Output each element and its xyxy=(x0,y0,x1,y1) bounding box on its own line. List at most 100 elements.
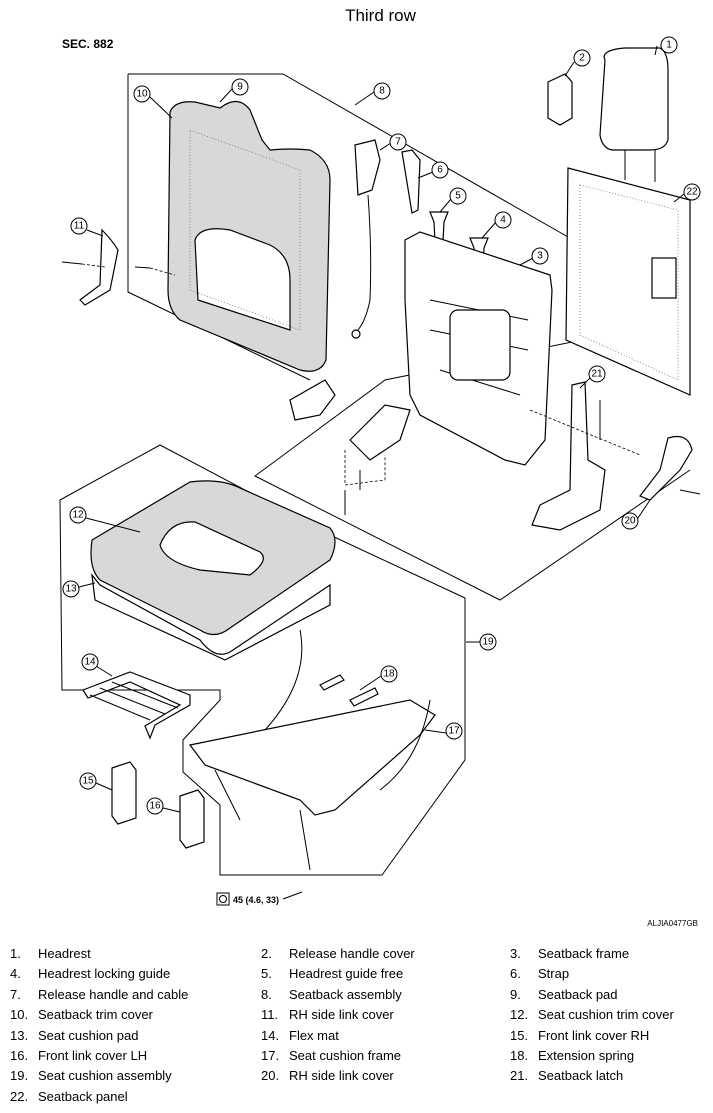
legend-row: 7.Release handle and cable 8.Seatback as… xyxy=(10,987,710,1007)
callout-11 xyxy=(70,217,104,237)
legend-num: 21. xyxy=(510,1068,529,1084)
legend-num: 16. xyxy=(10,1047,29,1063)
legend-row: 16.Front link cover LH 17.Seat cushion f… xyxy=(10,1048,710,1068)
legend-label: Seat cushion frame xyxy=(289,1047,402,1063)
callout-label: 10 xyxy=(136,89,148,100)
legend-label: Headrest locking guide xyxy=(38,966,171,982)
legend-item: 2. Release handle cover xyxy=(261,946,415,961)
callout-label: 18 xyxy=(383,669,395,680)
legend-item: 8.Seatback assembly xyxy=(261,987,402,1002)
legend-row: 1. Headrest 2. Release handle cover 3. Seat… xyxy=(10,946,710,966)
legend-item: 18.Extension spring xyxy=(510,1048,634,1063)
legend-num: 22. xyxy=(10,1088,29,1104)
legend-num: 9. xyxy=(510,986,521,1002)
callout-label: 22 xyxy=(686,187,698,198)
legend-label: RH side link cover xyxy=(289,1007,394,1023)
callout-14 xyxy=(81,653,113,677)
callout-label: 14 xyxy=(84,657,96,668)
legend-row: 19.Seat cushion assembly 20.RH side link… xyxy=(10,1068,710,1088)
legend-label: Extension spring xyxy=(538,1047,635,1063)
callout-label: 1 xyxy=(666,40,672,51)
legend-item: 22.Seatback panel xyxy=(10,1089,128,1104)
rh-side-link-cover-left xyxy=(79,228,119,306)
legend-num: 19. xyxy=(10,1068,29,1084)
callout-1 xyxy=(654,36,678,56)
legend-row: 4.Headrest locking guide 5.Headrest guid… xyxy=(10,966,710,986)
callout-label: 20 xyxy=(624,516,636,527)
bolt-icon xyxy=(61,261,176,276)
legend-num: 14. xyxy=(261,1027,280,1043)
callout-label: 5 xyxy=(455,191,461,202)
callout-22 xyxy=(673,183,701,203)
callout-12 xyxy=(69,506,141,533)
legend-item: 14. Flex mat xyxy=(261,1028,339,1043)
release-handle-cable xyxy=(354,139,381,196)
callout-16 xyxy=(146,797,181,815)
page-title: Third row xyxy=(345,6,416,25)
torque-value: 45 (4.6, 33) xyxy=(233,895,279,905)
callout-label: 8 xyxy=(379,86,385,97)
callout-label: 21 xyxy=(591,369,603,380)
rh-side-link-cover-right xyxy=(639,435,693,501)
callout-7 xyxy=(379,133,407,151)
callout-label: 9 xyxy=(237,82,243,93)
legend-item: 10. Seatback trim cover xyxy=(10,1007,153,1022)
legend-num: 17. xyxy=(261,1047,280,1063)
callout-3 xyxy=(519,247,549,266)
legend-num: 5. xyxy=(261,966,272,982)
callout-label: 13 xyxy=(65,584,77,595)
callout-label: 4 xyxy=(500,215,506,226)
legend-label: Seat cushion assembly xyxy=(38,1068,172,1084)
callout-label: 19 xyxy=(482,637,494,648)
legend-item: 13.Seat cushion pad xyxy=(10,1028,138,1043)
legend-num: 3. xyxy=(510,946,521,961)
legend-item: 21. Seatback latch xyxy=(510,1068,623,1083)
seat-cushion-assembly-outline xyxy=(59,444,466,876)
callout-label: 2 xyxy=(579,53,585,64)
legend-label: Headrest xyxy=(38,946,91,961)
legend-label: Seatback assembly xyxy=(289,986,402,1002)
legend-label: Front link cover RH xyxy=(538,1027,650,1043)
callout-13 xyxy=(62,580,96,598)
legend-item: 11. RH side link cover xyxy=(261,1007,394,1022)
legend-num: 10. xyxy=(10,1007,29,1023)
callout-10 xyxy=(133,85,173,119)
callout-17 xyxy=(424,722,463,740)
legend-item: 3. Seatback frame xyxy=(510,946,629,961)
legend-label: Release handle cover xyxy=(289,946,415,961)
callout-label: 7 xyxy=(395,137,401,148)
legend-label: Seatback frame xyxy=(538,946,630,961)
legend-label: Seat cushion pad xyxy=(38,1027,139,1043)
exploded-diagram: 1 2 3 4 5 6 7 8 9 10 11 12 13 14 15 16 1… xyxy=(59,36,701,906)
legend-item: 17. Seat cushion frame xyxy=(261,1048,401,1063)
legend-num: 12. xyxy=(510,1007,529,1023)
headrest xyxy=(599,47,669,182)
callout-18 xyxy=(359,665,398,691)
legend-num: 11. xyxy=(261,1007,279,1023)
legend-item: 1. Headrest xyxy=(10,946,91,961)
callout-label: 11 xyxy=(74,221,85,232)
callout-6 xyxy=(417,161,449,179)
legend-label: Strap xyxy=(538,966,570,982)
front-link-cover-rh xyxy=(111,761,137,825)
legend-item: 15.Front link cover RH xyxy=(510,1028,649,1043)
legend-num: 4. xyxy=(10,966,21,982)
legend-row: 10. Seatback trim cover 11. RH side link c… xyxy=(10,1007,710,1027)
legend-row: 22.Seatback panel xyxy=(10,1089,710,1109)
legend-label: Seatback latch xyxy=(538,1068,624,1084)
legend-label: Flex mat xyxy=(289,1027,339,1043)
legend-item: 4. Headrest locking guide xyxy=(10,966,170,981)
seat-cushion-pad xyxy=(91,572,331,661)
callout-4 xyxy=(481,211,512,239)
legend-item: 9.Seatback pad xyxy=(510,987,618,1002)
legend-label: Seatback trim cover xyxy=(38,1007,153,1023)
legend-row: 13.Seat cushion pad 14. Flex mat 15.Front… xyxy=(10,1028,710,1048)
seatback-trim-cover xyxy=(167,100,331,372)
legend-num: 2. xyxy=(261,946,272,961)
legend-num: 1. xyxy=(10,946,21,961)
callout-label: 17 xyxy=(448,726,460,737)
callout-label: 6 xyxy=(437,165,443,176)
legend-item: 7.Release handle and cable xyxy=(10,987,188,1002)
release-handle-cover xyxy=(547,73,573,126)
seatback-latch xyxy=(531,381,606,531)
